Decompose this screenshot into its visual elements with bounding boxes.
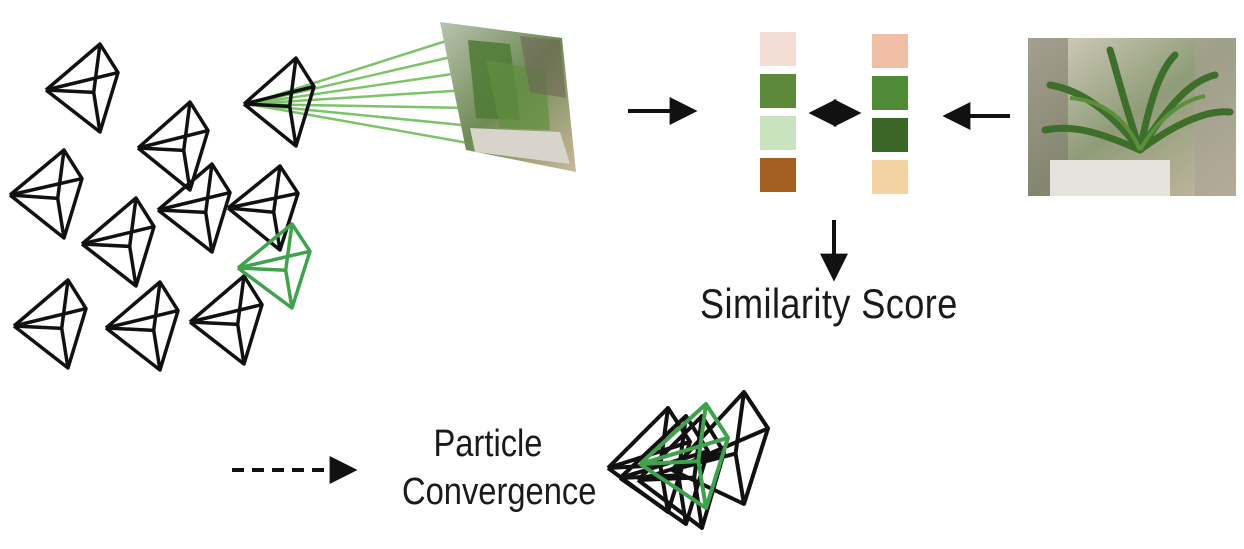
selected-camera-icon: [236, 222, 312, 310]
feature-cell: [872, 34, 908, 68]
projection-rays: [247, 34, 475, 146]
projection-ray: [247, 102, 475, 146]
feature-cell: [872, 76, 908, 110]
feature-cell: [872, 160, 908, 194]
camera-particle-icon: [156, 162, 232, 254]
camera-particle-icon: [136, 100, 210, 192]
camera-particle-icon: [44, 42, 120, 134]
camera-particle-icon: [226, 164, 300, 252]
feature-cell: [760, 116, 796, 150]
feature-cell: [760, 74, 796, 108]
particle-convergence-line2: Convergence: [402, 471, 597, 513]
feature-cell: [760, 158, 796, 192]
camera-particle-icon: [12, 278, 88, 370]
camera-particle-icon: [188, 274, 264, 366]
camera-particle-icon: [80, 196, 156, 288]
projection-ray: [247, 88, 469, 106]
converged-cameras: [606, 390, 770, 530]
reference-view-image: [1028, 38, 1236, 196]
rendered-feature-vector: [760, 32, 796, 192]
converged-selected-camera-icon: [638, 402, 730, 510]
reference-feature-vector: [872, 34, 908, 194]
feature-cell: [760, 32, 796, 66]
camera-particles: [8, 42, 316, 372]
projection-ray: [247, 70, 467, 106]
particle-convergence-line1: Particle: [433, 423, 543, 465]
rendered-view-image: [440, 22, 576, 172]
feature-cell: [872, 118, 908, 152]
camera-particle-icon: [104, 280, 180, 372]
similarity-score-label: Similarity Score: [700, 280, 958, 327]
particle-convergence-label: Particle Convergence: [402, 420, 597, 516]
camera-particle-icon: [242, 56, 316, 148]
camera-particle-icon: [8, 148, 84, 240]
